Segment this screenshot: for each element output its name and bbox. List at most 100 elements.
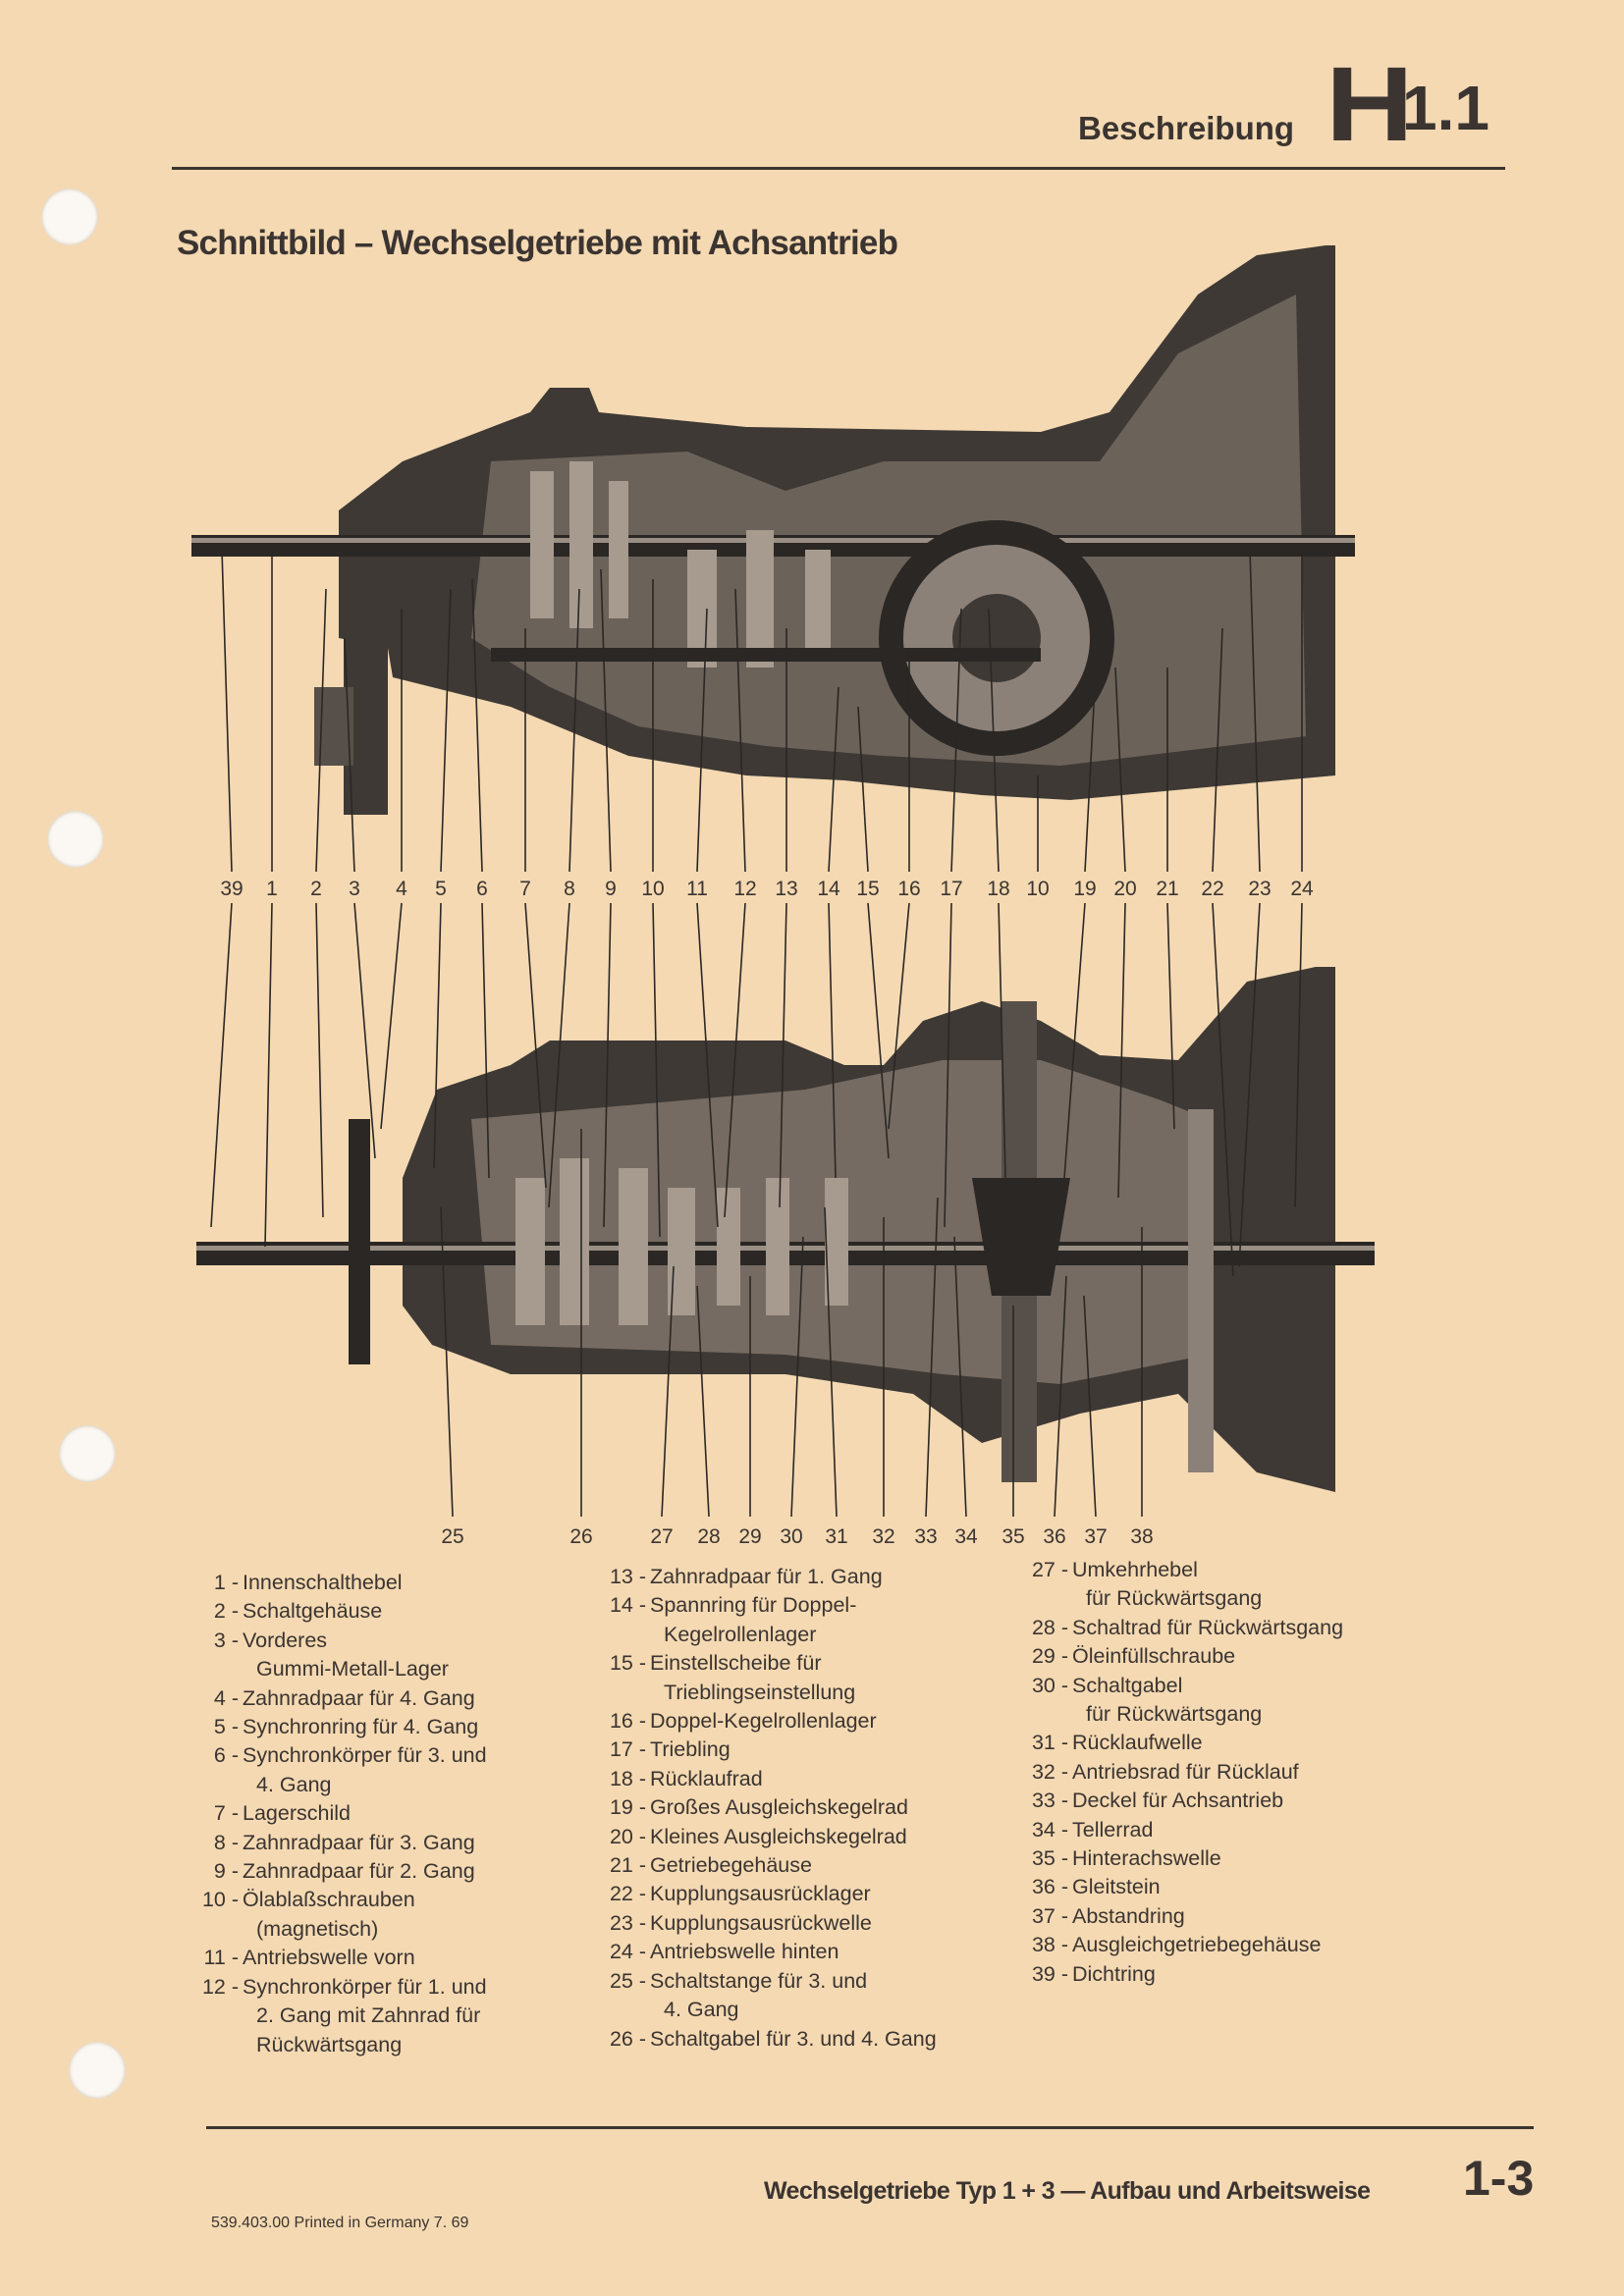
callout-number: 38 xyxy=(1130,1525,1153,1548)
legend-item: 4 -Zahnradpaar für 4. Gang xyxy=(191,1684,487,1713)
legend-number: 3 - xyxy=(213,1628,239,1652)
callout-number: 9 xyxy=(605,878,617,900)
callout-number: 3 xyxy=(349,878,360,900)
leader-line xyxy=(315,902,324,1218)
leader-line xyxy=(824,1206,838,1518)
leader-line xyxy=(264,902,273,1248)
legend-item: 28 -Schaltrad für Rückwärtsgang xyxy=(1021,1614,1343,1642)
legend-number: 19 - xyxy=(609,1795,646,1820)
legend-text: Schaltgabel für 3. und 4. Gang xyxy=(650,2026,937,2051)
callout-number: 4 xyxy=(396,878,407,900)
callout-number: 10 xyxy=(641,878,664,900)
upper-cutaway-drawing xyxy=(191,245,1355,815)
legend-item: 36 -Gleitstein xyxy=(1021,1873,1343,1901)
leader-line xyxy=(1212,627,1223,873)
legend-number: 22 - xyxy=(609,1882,646,1906)
legend-number: 25 - xyxy=(609,1968,646,1993)
legend-item: 34 -Tellerrad xyxy=(1021,1816,1343,1844)
legend-item: 8 -Zahnradpaar für 3. Gang xyxy=(191,1829,487,1857)
punch-hole xyxy=(69,2042,126,2099)
legend-item: 5 -Synchronring für 4. Gang xyxy=(191,1713,487,1741)
legend-text: Zahnradpaar für 3. Gang xyxy=(243,1830,475,1854)
leader-line xyxy=(1063,902,1086,1179)
legend-text: Ausgleichgetriebegehäuse xyxy=(1072,1933,1322,1957)
legend-item: 26 -Schaltgabel für 3. und 4. Gang xyxy=(599,2025,937,2054)
legend-item: 1 -Innenschalthebel xyxy=(191,1569,487,1597)
legend-number: 39 - xyxy=(1031,1961,1068,1986)
leader-line xyxy=(344,637,355,873)
legend-number: 20 - xyxy=(609,1824,646,1848)
legend-number: 29 - xyxy=(1031,1644,1068,1669)
legend-number: 1 - xyxy=(213,1571,239,1594)
legend-number: 18 - xyxy=(609,1766,646,1790)
callout-number: 27 xyxy=(650,1525,673,1548)
callout-number: 21 xyxy=(1156,878,1178,900)
leader-line xyxy=(828,686,839,873)
legend-text: Tellerrad xyxy=(1072,1817,1154,1842)
legend-item: 16 -Doppel-Kegelrollenlager xyxy=(599,1707,937,1735)
callout-number: 14 xyxy=(817,878,840,900)
legend-text: Zahnradpaar für 4. Gang xyxy=(243,1685,475,1710)
callout-number: 26 xyxy=(569,1525,592,1548)
legend-item: 23 -Kupplungsausrückwelle xyxy=(599,1909,937,1938)
leader-line xyxy=(888,902,910,1130)
legend-number: 15 - xyxy=(609,1651,646,1676)
lower-cutaway-drawing xyxy=(196,967,1375,1492)
leader-line xyxy=(1054,1275,1067,1518)
legend-item: 35 -Hinterachswelle xyxy=(1021,1844,1343,1873)
legend-text: Dichtring xyxy=(1072,1961,1156,1986)
legend-number: 33 - xyxy=(1031,1789,1068,1813)
callout-number: 20 xyxy=(1113,878,1136,900)
legend-number: 11 - xyxy=(203,1946,239,1970)
legend-number: 6 - xyxy=(213,1743,239,1768)
leader-line xyxy=(1249,549,1261,873)
legend-text: Innenschalthebel xyxy=(243,1571,403,1594)
page-title: Schnittbild – Wechselgetriebe mit Achsan… xyxy=(177,224,898,262)
legend-item: 22 -Kupplungsausrücklager xyxy=(599,1880,937,1908)
legend-text: Getriebegehäuse xyxy=(650,1853,812,1878)
legend-number: 30 - xyxy=(1031,1673,1068,1697)
leader-line xyxy=(568,588,580,873)
legend-text: Spannring für Doppel-Kegelrollenlager xyxy=(650,1593,857,1646)
legend-item: 7 -Lagerschild xyxy=(191,1799,487,1828)
legend-item: 17 -Triebling xyxy=(599,1735,937,1764)
legend-text: Antriebswelle vorn xyxy=(243,1946,415,1970)
leader-line xyxy=(433,902,442,1169)
leader-line xyxy=(734,588,746,873)
callout-number: 8 xyxy=(564,878,575,900)
legend-text: Schaltrad für Rückwärtsgang xyxy=(1072,1615,1344,1639)
legend-number: 28 - xyxy=(1031,1615,1068,1639)
leader-line xyxy=(998,902,1006,1179)
callout-number: 36 xyxy=(1043,1525,1065,1548)
legend-item: 19 -Großes Ausgleichskegelrad xyxy=(599,1793,937,1822)
legend-text: Rücklaufrad xyxy=(650,1766,763,1790)
legend-item: 21 -Getriebegehäuse xyxy=(599,1851,937,1880)
legend-text: Ölablaßschrauben(magnetisch) xyxy=(243,1888,415,1941)
chapter-letter: H xyxy=(1326,44,1414,163)
legend-number: 9 - xyxy=(213,1859,239,1884)
callout-number: 25 xyxy=(441,1525,463,1548)
callout-number: 30 xyxy=(780,1525,802,1548)
page-number: 1-3 xyxy=(1463,2151,1535,2206)
legend-number: 24 - xyxy=(609,1940,646,1964)
leader-line xyxy=(1084,686,1096,873)
legend-text: Kupplungsausrücklager xyxy=(650,1882,871,1906)
leader-line xyxy=(1238,902,1261,1267)
leader-line xyxy=(988,608,1000,873)
leader-line xyxy=(210,902,233,1228)
chapter-number: 1.1 xyxy=(1402,73,1489,143)
legend-text: Schaltgehäuse xyxy=(243,1599,383,1624)
callout-number: 6 xyxy=(476,878,488,900)
leader-line xyxy=(867,902,890,1159)
callout-number: 12 xyxy=(733,878,756,900)
